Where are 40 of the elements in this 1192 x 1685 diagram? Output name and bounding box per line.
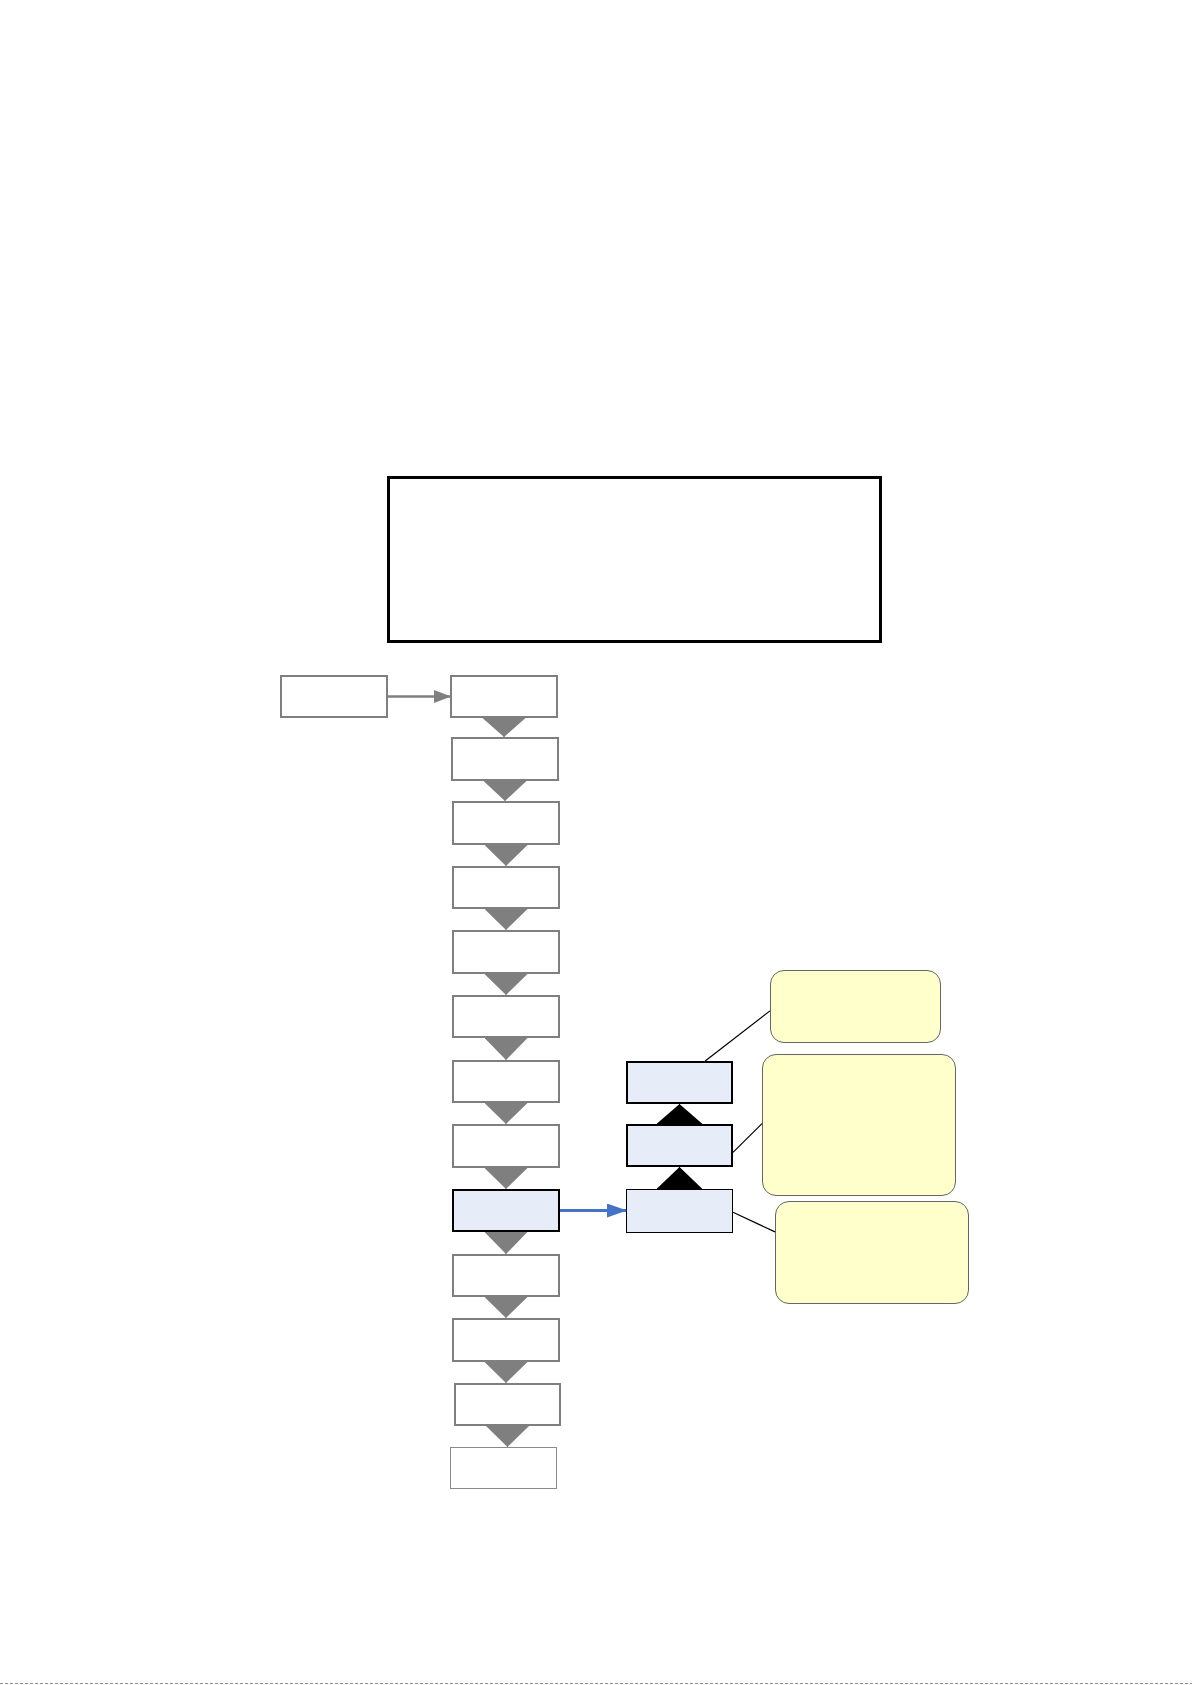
arrow	[486, 1425, 529, 1448]
highlighted-box	[626, 1189, 733, 1233]
process-box	[452, 1124, 560, 1168]
arrow	[656, 1103, 703, 1125]
arrow	[484, 1231, 528, 1255]
arrow	[484, 1102, 528, 1125]
leader-line	[704, 1010, 771, 1062]
empty-frame	[387, 476, 882, 643]
arrow	[484, 1296, 528, 1319]
process-box	[452, 1318, 560, 1362]
callout-box	[775, 1201, 969, 1304]
arrow	[484, 844, 528, 867]
process-box	[452, 930, 560, 974]
arrow	[483, 780, 527, 802]
process-box	[451, 737, 559, 781]
process-box	[450, 1447, 557, 1489]
arrow	[656, 1166, 703, 1190]
arrow	[388, 690, 451, 703]
highlighted-box	[626, 1061, 733, 1104]
callout-box	[762, 1054, 956, 1196]
arrow	[484, 973, 528, 996]
arrow	[484, 1167, 528, 1190]
process-box	[452, 1060, 560, 1103]
callout-box	[770, 970, 941, 1043]
arrow	[482, 717, 526, 738]
leader-line	[732, 1123, 763, 1153]
process-box	[452, 995, 560, 1038]
process-box	[454, 1383, 561, 1426]
highlighted-box	[626, 1124, 733, 1167]
process-box	[280, 675, 388, 718]
arrow	[484, 1361, 528, 1384]
process-box	[452, 801, 560, 845]
highlighted-box	[452, 1189, 560, 1232]
arrow	[484, 908, 528, 931]
process-box	[452, 866, 560, 909]
process-box	[450, 675, 558, 718]
process-box	[452, 1254, 560, 1297]
leader-line	[732, 1211, 776, 1233]
arrow	[560, 1203, 627, 1218]
arrow	[484, 1037, 528, 1061]
